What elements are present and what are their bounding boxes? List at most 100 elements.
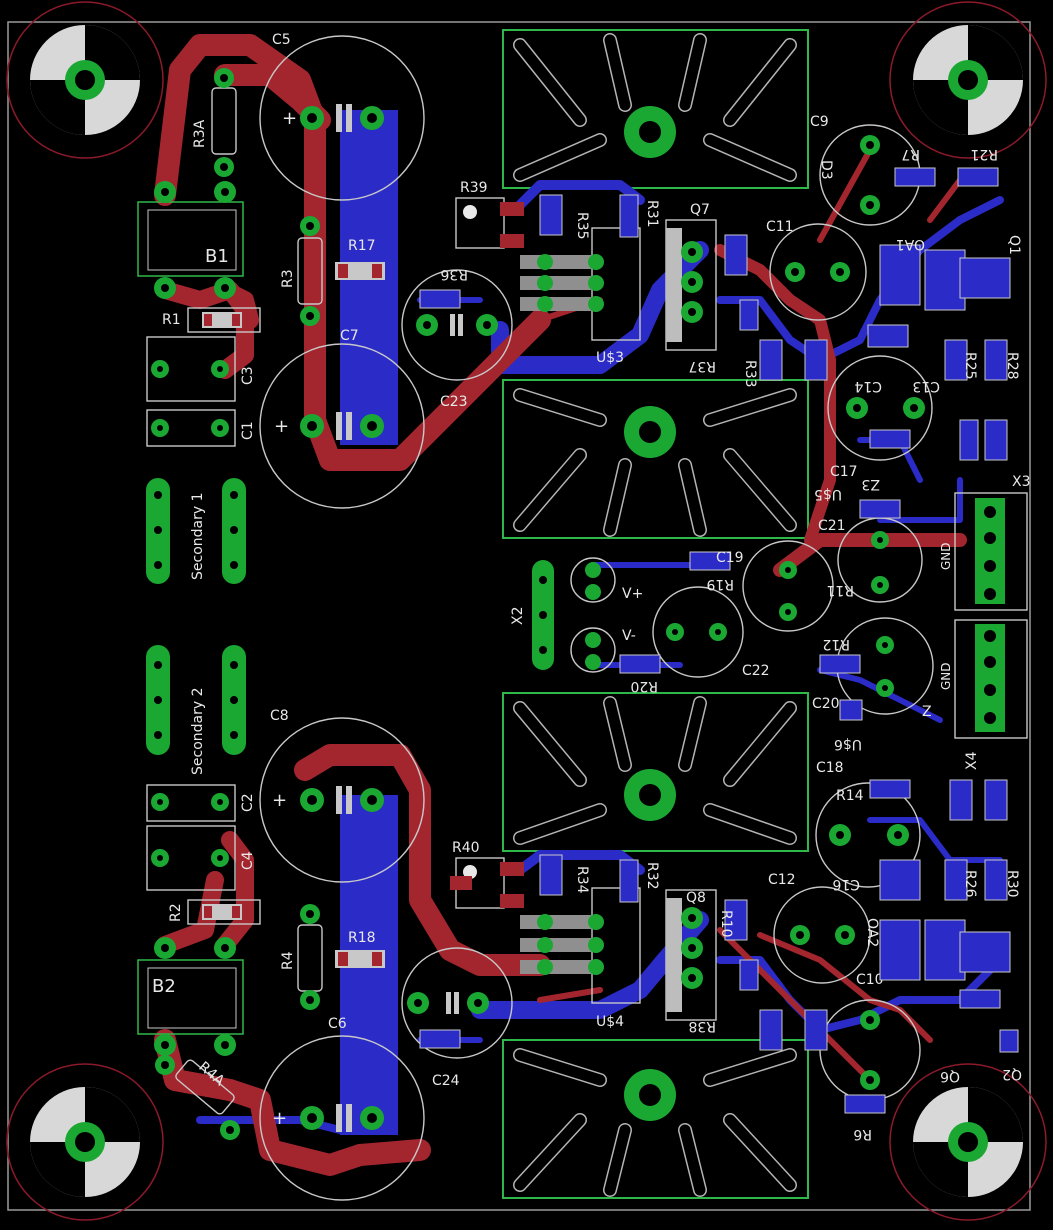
label-c18: C18 <box>816 760 844 776</box>
capacitor-c10: C10 <box>819 972 921 1101</box>
label-r19: R19 <box>706 576 734 592</box>
reference-labels: R35 R31 D3 R7 R21 Q1 OA1 R36 R37 R33 C14… <box>440 146 1022 1142</box>
label-r39: R39 <box>460 180 488 196</box>
label-z3: Z3 <box>862 476 881 492</box>
label-u5: U$5 <box>814 486 842 502</box>
label-oa2: OA2 <box>864 918 880 947</box>
label-secondary-2: Secondary 2 <box>190 688 206 776</box>
label-z: Z <box>922 704 932 720</box>
label-c17: C17 <box>830 464 858 480</box>
label-d3: D3 <box>818 160 834 180</box>
transistor-q7: Q7 <box>665 202 717 351</box>
transistor-q8: Q8 <box>665 889 717 1021</box>
label-r35: R35 <box>574 212 590 240</box>
label-r31: R31 <box>644 200 660 228</box>
label-r12: R12 <box>822 636 850 652</box>
resistor-r18: R18 <box>335 930 385 968</box>
label-gnd-top: GND <box>939 542 953 570</box>
label-r6: R6 <box>853 1126 872 1142</box>
capacitor-c7: + C7 <box>259 328 425 509</box>
label-x3: X3 <box>1012 474 1031 490</box>
label-r38: R38 <box>688 1018 716 1034</box>
svg-text:+: + <box>272 790 287 811</box>
label-c19: C19 <box>716 550 744 566</box>
capacitor-c2: C2 <box>146 784 256 822</box>
label-c20: C20 <box>812 696 840 712</box>
label-c12: C12 <box>768 872 796 888</box>
terminal-block-x3: X3 GND <box>939 474 1031 611</box>
capacitor-c16: C18 <box>815 760 921 888</box>
capacitor-c1: C1 <box>146 409 256 447</box>
label-c13: C13 <box>912 378 940 394</box>
label-x4: X4 <box>964 751 980 770</box>
label-q6: Q6 <box>940 1068 960 1084</box>
label-r34: R34 <box>574 866 590 894</box>
label-c11: C11 <box>766 219 794 235</box>
svg-text:+: + <box>274 416 289 437</box>
svg-text:+: + <box>272 1108 287 1129</box>
label-b1: B1 <box>205 246 229 267</box>
label-c21: C21 <box>818 518 846 534</box>
label-r3: R3 <box>280 269 296 288</box>
terminal-block-x4: X4 GND <box>939 619 1028 770</box>
resistor-r4: R4 <box>280 904 323 1010</box>
bridge-rectifier-b2: B2 <box>137 937 244 1056</box>
terminal-vplus: V+ <box>570 557 643 603</box>
label-c1: C1 <box>240 421 256 440</box>
label-r3a: R3A <box>192 119 208 148</box>
resistor-r1: R1 <box>162 307 261 333</box>
label-r20: R20 <box>630 678 658 694</box>
label-r32: R32 <box>644 862 660 890</box>
label-c23: C23 <box>440 394 468 410</box>
capacitor-c11: C11 <box>766 219 867 321</box>
heatsink-bottom-upper <box>502 692 809 852</box>
label-r28: R28 <box>1004 352 1020 380</box>
label-r40: R40 <box>452 840 480 856</box>
capacitor-c4: C4 <box>146 825 256 891</box>
label-c6: C6 <box>328 1016 347 1032</box>
capacitor-c22: C22 <box>652 586 770 679</box>
label-r14: R14 <box>836 788 864 804</box>
capacitor-c14-c13: C17 <box>827 355 933 480</box>
label-r26: R26 <box>962 870 978 898</box>
label-c4: C4 <box>240 851 256 870</box>
label-r33: R33 <box>742 360 758 388</box>
trimmer-r39: R39 <box>455 180 524 249</box>
label-q2: Q2 <box>1002 1066 1022 1082</box>
heatsink-bottom-lower <box>502 1039 809 1199</box>
capacitor-c8: + C8 <box>259 708 425 883</box>
label-r25: R25 <box>962 352 978 380</box>
capacitor-c5: + C5 <box>259 32 425 201</box>
label-c24: C24 <box>432 1073 460 1089</box>
heatsink-top-upper <box>502 29 809 189</box>
label-r4: R4 <box>280 951 296 970</box>
trimmer-r40: R40 <box>450 840 524 909</box>
capacitor-c21 <box>742 540 834 632</box>
label-r21: R21 <box>970 146 998 162</box>
capacitor-c23: C23 <box>401 269 513 410</box>
regulator-u3: U$3 <box>520 227 641 366</box>
capacitor-c12: C12 <box>768 872 871 984</box>
label-c22: C22 <box>742 663 770 679</box>
label-c7: C7 <box>340 328 359 344</box>
smd-components-cluster <box>419 167 1019 1114</box>
mounting-hole-bottom-left <box>6 1063 164 1221</box>
capacitor-c24: C24 <box>401 947 513 1089</box>
mounting-hole-top-right <box>889 1 1047 159</box>
board-outline <box>7 21 1031 1211</box>
label-q7: Q7 <box>690 202 710 218</box>
label-b2: B2 <box>152 976 176 997</box>
label-r11: R11 <box>826 582 854 598</box>
label-oa1: OA1 <box>896 236 925 252</box>
capacitor-c6: + C6 <box>259 1016 425 1201</box>
label-gnd-bottom: GND <box>939 662 953 690</box>
label-u6: U$6 <box>834 736 862 752</box>
label-c16: C16 <box>832 876 860 892</box>
svg-text:+: + <box>282 108 297 129</box>
terminal-vminus: V- <box>570 627 636 673</box>
label-u3: U$3 <box>596 350 624 366</box>
label-q1: Q1 <box>1006 235 1022 255</box>
label-secondary-1: Secondary 1 <box>190 493 206 581</box>
label-r37: R37 <box>688 358 716 374</box>
